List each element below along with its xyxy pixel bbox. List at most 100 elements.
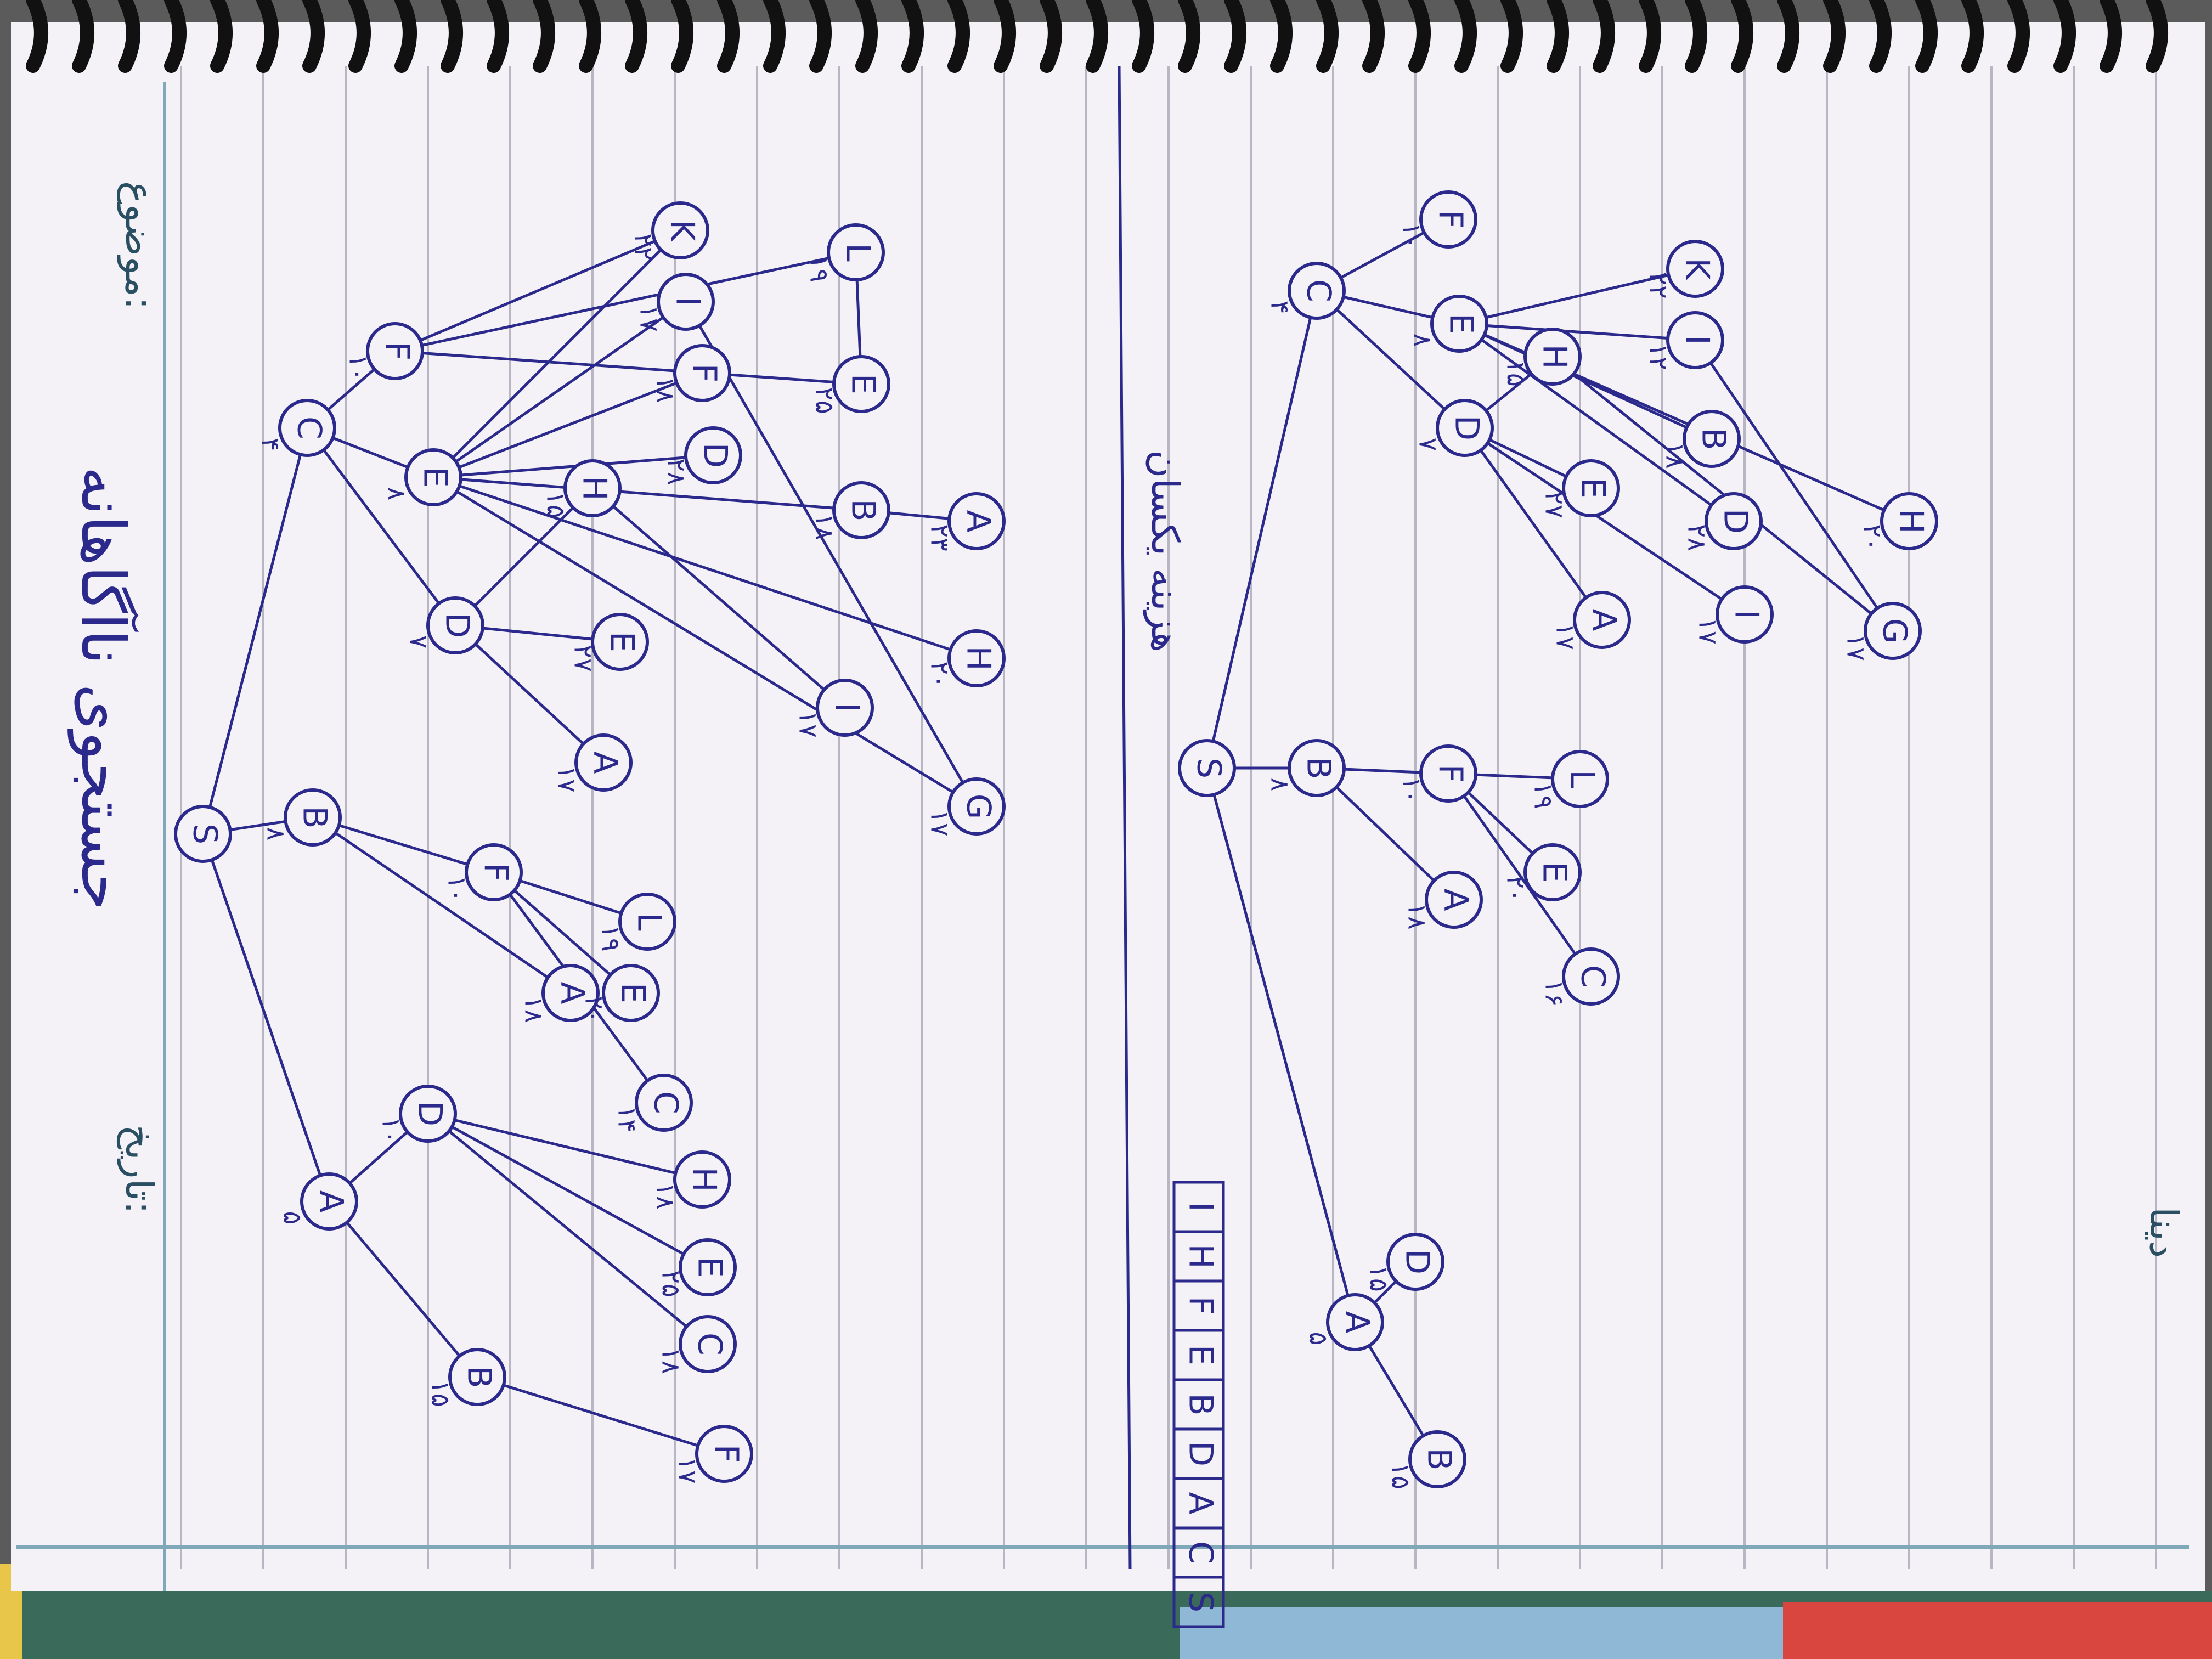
page	[11, 22, 2205, 1591]
bottom-node-label-cc: C	[1573, 965, 1612, 988]
date-label: تاریخ:	[117, 1125, 162, 1214]
spiral-ring	[118, 0, 140, 73]
bottom-node-cost-i: ۱۷	[1694, 617, 1723, 644]
bottom-node-f	[1419, 744, 1477, 803]
bottom-node-label-b: B	[1299, 757, 1338, 779]
top-node-cost-d3: ۲۸	[662, 458, 692, 485]
top-node-a4	[947, 492, 1006, 550]
bottom-node-cost-a: ۵	[1304, 1332, 1334, 1346]
bottom-node-cost-a2: ۱۷	[1551, 623, 1581, 650]
top-node-cost-l1: ۱۹	[596, 924, 626, 951]
top-node-cost-b3: ۱۸	[810, 513, 840, 540]
top-node-f4	[673, 344, 731, 402]
bottom-node-label-ee: E	[1535, 862, 1573, 883]
top-edge-e3-h3	[433, 476, 977, 660]
spiral-ring	[26, 0, 48, 73]
top-node-b2	[448, 1348, 506, 1406]
bottom-node-label-d2: D	[1716, 509, 1754, 534]
bottom-node-label-h2: H	[1892, 509, 1930, 533]
bottom-node-label-g: G	[1875, 618, 1914, 644]
top-edge-c1-d2	[306, 427, 456, 627]
top-node-label-d1: D	[410, 1101, 449, 1126]
top-node-d2	[426, 596, 484, 654]
top-node-label-s: S	[185, 823, 224, 844]
top-node-label-c3: C	[646, 1091, 685, 1114]
top-node-label-e4: E	[602, 631, 641, 652]
top-node-b3	[832, 481, 890, 539]
bottom-edge-d-a2	[1463, 427, 1604, 621]
bottom-node-cost-e: ۸	[1408, 334, 1438, 347]
bottom-node-cc	[1562, 947, 1620, 1006]
top-node-cost-f4: ۱۸	[651, 376, 681, 403]
spiral-ring	[1500, 0, 1523, 73]
spiral-ring	[2007, 0, 2030, 73]
top-edge-h2-i1	[591, 487, 846, 709]
top-node-cost-e5: ۲۵	[810, 387, 840, 414]
top-edge-s-a1	[201, 833, 331, 1202]
top-edge-b1-f2	[312, 816, 494, 874]
spiral-ring	[210, 0, 233, 73]
bottom-node-label-a: A	[1338, 1311, 1376, 1333]
top-node-k1	[651, 201, 709, 259]
top-node-cost-a3: ۱۷	[552, 765, 582, 792]
bottom-node-cost-aa: ۱۸	[1403, 902, 1432, 929]
bottom-node-cost-b2: ۱۸	[1661, 442, 1690, 469]
top-node-cost-i1: ۱۷	[794, 710, 823, 737]
top-node-cost-c1: ۴	[256, 438, 286, 452]
top-node-label-f1: F	[707, 1444, 745, 1464]
top-node-a3	[574, 733, 633, 792]
top-node-i2	[657, 273, 715, 331]
top-node-label-e3: E	[416, 467, 454, 488]
bottom-node-label-s: S	[1189, 758, 1228, 778]
top-node-label-h1: H	[685, 1167, 723, 1192]
top-node-cost-e2: ۲۰	[580, 996, 610, 1023]
queue-cell	[1172, 1181, 1225, 1233]
bottom-node-label-bb: B	[1420, 1448, 1458, 1470]
bottom-node-k	[1666, 240, 1724, 298]
top-node-f2	[465, 843, 523, 901]
bottom-node-bb	[1408, 1430, 1466, 1488]
spiral-ring	[2053, 0, 2076, 73]
bottom-edge-s-a	[1205, 768, 1357, 1323]
top-tree: SA۵B۸C۴D۱۰B۱۵F۱۷C۱۸E۲۵H۱۸A۱۸F۱۰C۱۴E۲۰L۱۹…	[174, 201, 1006, 1484]
bottom-node-ff	[1419, 190, 1477, 249]
top-node-g1	[947, 777, 1006, 836]
bottom-node-label-l: L	[1562, 770, 1601, 788]
top-node-f1	[695, 1425, 753, 1483]
top-node-d3	[684, 426, 742, 484]
top-node-label-h2: H	[575, 476, 613, 500]
spiral-ring	[1362, 0, 1385, 73]
spiral-ring	[1040, 0, 1062, 73]
spiral-ring	[901, 0, 924, 73]
spiral-ring	[1961, 0, 1984, 73]
bottom-edge-i2-g	[1694, 339, 1894, 632]
spiral-ring	[1408, 0, 1431, 73]
bottom-node-a	[1326, 1293, 1384, 1351]
top-edge-d1-c2	[427, 1113, 709, 1345]
spiral-ring	[302, 0, 325, 73]
spiral-ring	[487, 0, 509, 73]
top-node-label-b3: B	[844, 499, 882, 521]
top-node-cost-l2: ۱۹	[805, 255, 834, 282]
top-node-h1	[673, 1150, 731, 1209]
spiral-ring	[394, 0, 417, 73]
top-node-label-c1: C	[290, 416, 328, 439]
bottom-node-label-d: D	[1447, 415, 1486, 441]
top-node-h2	[563, 459, 622, 517]
bottom-node-cost-ff: ۱۰	[1397, 222, 1427, 249]
top-node-i1	[816, 679, 874, 737]
topic-value: جستجوی ناآگاهانه	[67, 466, 139, 911]
bottom-node-label-i2: I	[1678, 335, 1716, 345]
spiral-ring	[164, 0, 187, 73]
top-node-label-b2: B	[460, 1365, 498, 1388]
bottom-node-label-dd: D	[1398, 1249, 1436, 1274]
top-node-cost-b1: ۸	[262, 827, 291, 841]
bottom-node-cost-b: ۸	[1266, 778, 1295, 792]
spiral-ring	[1547, 0, 1569, 73]
bottom-node-label-k: K	[1678, 258, 1716, 280]
bottom-node-c	[1288, 262, 1346, 320]
spiral-binding	[26, 0, 2168, 73]
top-node-label-a3: A	[586, 751, 624, 774]
